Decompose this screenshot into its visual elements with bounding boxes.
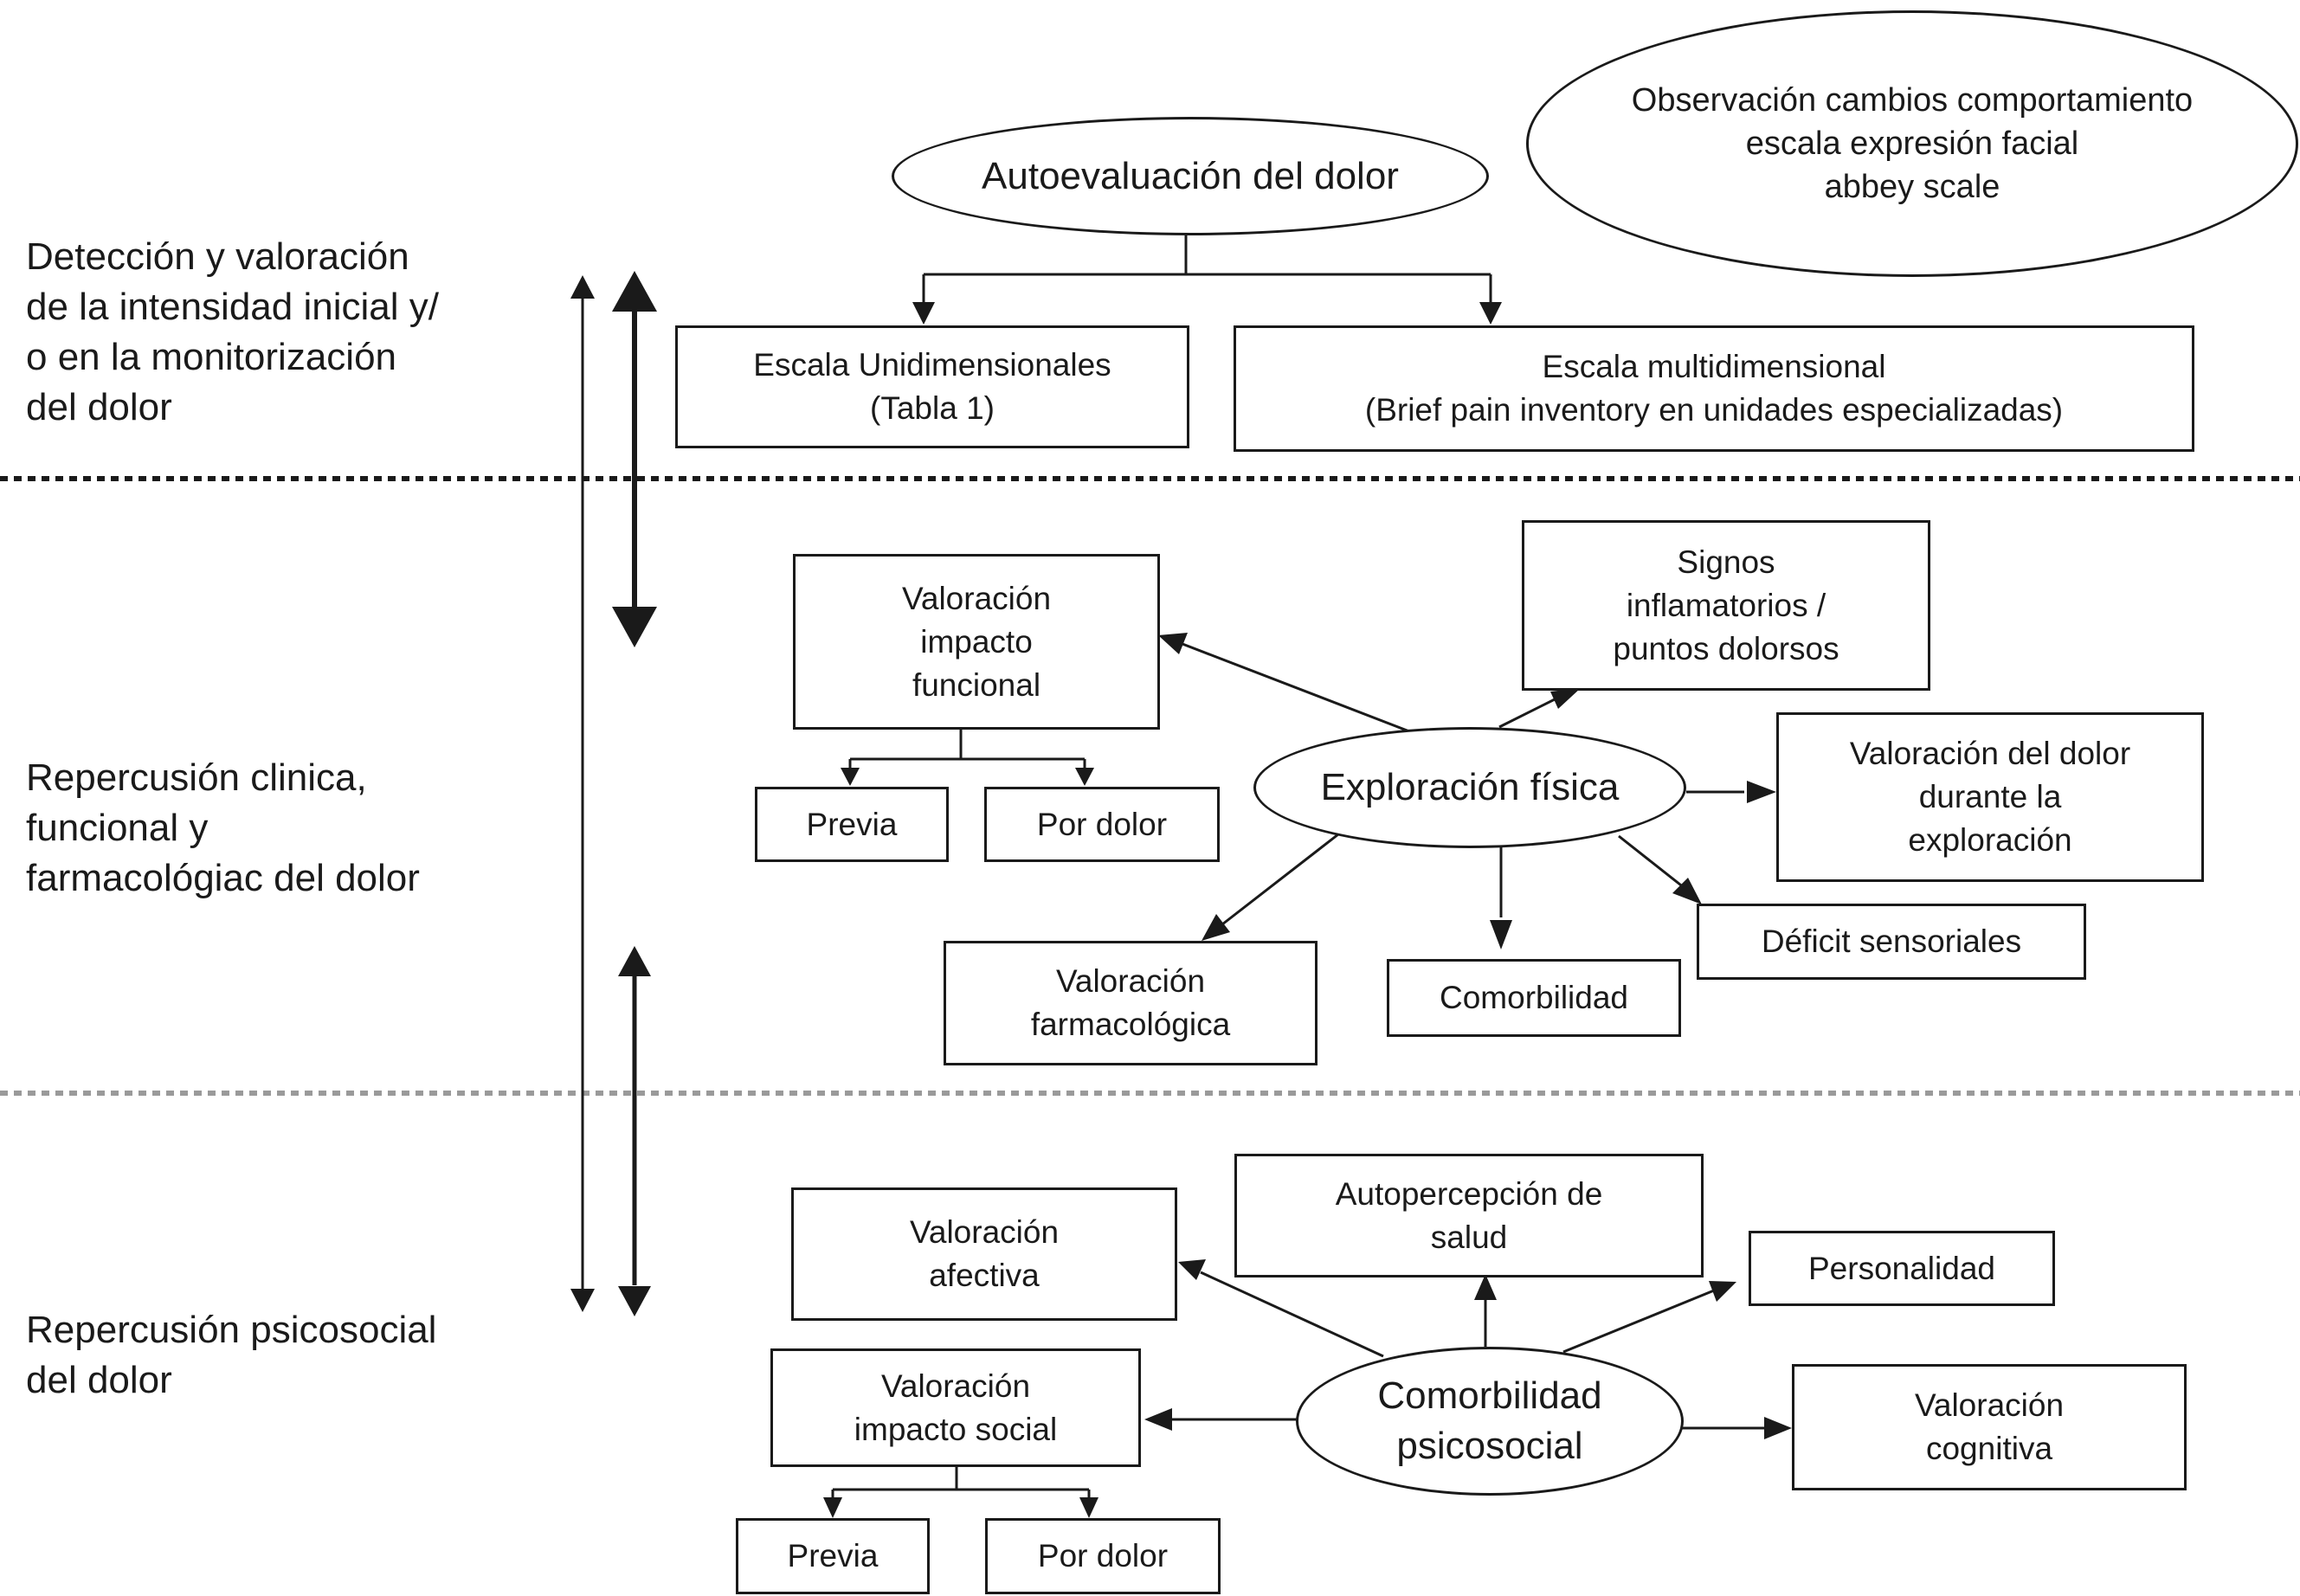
section-label-line: Detección y valoración [26, 235, 409, 278]
exploracion-arrows [1182, 642, 1744, 926]
node-text: impacto [920, 623, 1033, 660]
arrowhead [1178, 1259, 1206, 1280]
node-impacto-social: Valoración impacto social [770, 1348, 1141, 1467]
node-text: farmacológica [1030, 1007, 1231, 1042]
arrowhead [1764, 1417, 1792, 1439]
node-multidimensional: Escala multidimensional (Brief pain inve… [1234, 325, 2194, 452]
thick-double-arrow-top [612, 271, 657, 647]
node-text: (Tabla 1) [870, 390, 995, 426]
arrowhead [1709, 1281, 1736, 1302]
section-label-psychosocial: Repercusión psicosocial del dolor [26, 1305, 436, 1406]
arrowhead [1079, 1497, 1098, 1518]
node-exploracion: Exploración física [1253, 727, 1686, 848]
node-personalidad: Personalidad [1749, 1231, 2055, 1306]
arrowhead [1490, 920, 1512, 949]
node-text: Valoración [1055, 963, 1206, 999]
thick-double-arrow-bottom [618, 946, 651, 1316]
section-label-line: de la intensidad inicial y/ [26, 286, 439, 328]
node-cognitiva: Valoración cognitiva [1792, 1364, 2187, 1490]
node-text: afectiva [929, 1258, 1040, 1293]
comorbilidad-psico-arrows [1170, 1271, 1766, 1430]
node-text: Valoración [909, 1214, 1060, 1250]
node-comorbilidad: Comorbilidad [1387, 959, 1681, 1037]
node-text: Por dolor [1036, 806, 1168, 842]
node-deficit: Déficit sensoriales [1697, 904, 2086, 980]
node-por-dolor-2: Por dolor [985, 1518, 1221, 1594]
node-text: inflamatorios / [1626, 587, 1826, 623]
arrowhead [1479, 302, 1502, 325]
node-text: Signos [1677, 544, 1775, 580]
node-text: Comorbilidad [1377, 1374, 1602, 1417]
section-label-detection: Detección y valoración de la intensidad … [26, 232, 439, 433]
node-text: Autopercepción de [1335, 1175, 1603, 1212]
node-text: Personalidad [1808, 1250, 1995, 1286]
impacto-social-connector [831, 1467, 1091, 1497]
node-afectiva: Valoración afectiva [791, 1187, 1177, 1321]
autoevaluacion-connector [922, 235, 1492, 303]
node-text: Por dolor [1037, 1538, 1169, 1573]
section-label-line: del dolor [26, 386, 172, 428]
node-text: Exploración física [1320, 766, 1620, 808]
node-comorbilidad-psicosocial: Comorbilidad psicosocial [1296, 1347, 1684, 1496]
node-text: puntos dolorsos [1613, 630, 1839, 666]
node-text: abbey scale [1824, 169, 2000, 205]
node-previa-1: Previa [755, 787, 949, 862]
node-text: Déficit sensoriales [1761, 923, 2022, 959]
arrowhead [1550, 688, 1581, 709]
node-text: Escala multidimensional [1542, 349, 1886, 384]
node-observacion: Observación cambios comportamiento escal… [1526, 10, 2298, 277]
arrowhead [1158, 633, 1188, 654]
section-label-line: del dolor [26, 1359, 172, 1401]
node-text: impacto social [854, 1411, 1058, 1447]
node-signos: Signos inflamatorios / puntos dolorsos [1522, 520, 1930, 691]
arrowhead [912, 302, 935, 325]
section-label-line: farmacológiac del dolor [26, 857, 420, 899]
arrowhead [1474, 1274, 1497, 1300]
node-previa-2: Previa [736, 1518, 930, 1594]
arrowhead [841, 768, 860, 786]
node-text: Previa [787, 1538, 879, 1573]
node-text: Autoevaluación del dolor [982, 154, 1399, 197]
node-text: Escala Unidimensionales [753, 347, 1111, 383]
arrowhead [1747, 781, 1776, 803]
node-text: Valoración [901, 580, 1052, 616]
node-text: funcional [912, 666, 1041, 703]
node-text: Observación cambios comportamiento [1631, 82, 2194, 119]
thin-double-arrow [570, 275, 595, 1312]
arrowhead [823, 1497, 842, 1518]
section-label-line: Repercusión clinica, [26, 756, 367, 799]
section-label-line: funcional y [26, 807, 209, 849]
node-autopercepcion: Autopercepción de salud [1234, 1154, 1704, 1277]
arrowhead [1202, 914, 1230, 941]
node-text: exploración [1908, 822, 2072, 858]
node-text: Valoración [880, 1368, 1031, 1404]
node-text: psicosocial [1396, 1425, 1583, 1467]
node-por-dolor-1: Por dolor [984, 787, 1220, 862]
node-impacto-funcional: Valoración impacto funcional [793, 554, 1160, 730]
node-text: salud [1430, 1219, 1508, 1255]
section-label-line: Repercusión psicosocial [26, 1309, 437, 1351]
node-farmacologica: Valoración farmacológica [944, 941, 1318, 1065]
node-text: Valoración del dolor [1849, 736, 2131, 771]
section-label-clinical: Repercusión clinica, funcional y farmaco… [26, 753, 420, 904]
node-text: Previa [806, 806, 898, 842]
node-autoevaluacion: Autoevaluación del dolor [892, 117, 1489, 235]
node-dolor-exploracion: Valoración del dolor durante la explorac… [1776, 712, 2204, 882]
arrowhead [1144, 1408, 1172, 1431]
node-unidimensionales: Escala Unidimensionales (Tabla 1) [675, 325, 1189, 448]
impacto-funcional-connector [848, 730, 1086, 770]
arrowhead [1672, 878, 1702, 904]
arrowhead [1075, 768, 1094, 786]
section-label-line: o en la monitorización [26, 336, 397, 378]
node-text: Valoración [1914, 1387, 2065, 1423]
node-text: (Brief pain inventory en unidades especi… [1364, 392, 2064, 428]
node-text: cognitiva [1925, 1431, 2053, 1466]
node-text: escala expresión facial [1745, 125, 2079, 162]
node-text: durante la [1918, 779, 2062, 814]
node-text: Comorbilidad [1440, 980, 1628, 1015]
